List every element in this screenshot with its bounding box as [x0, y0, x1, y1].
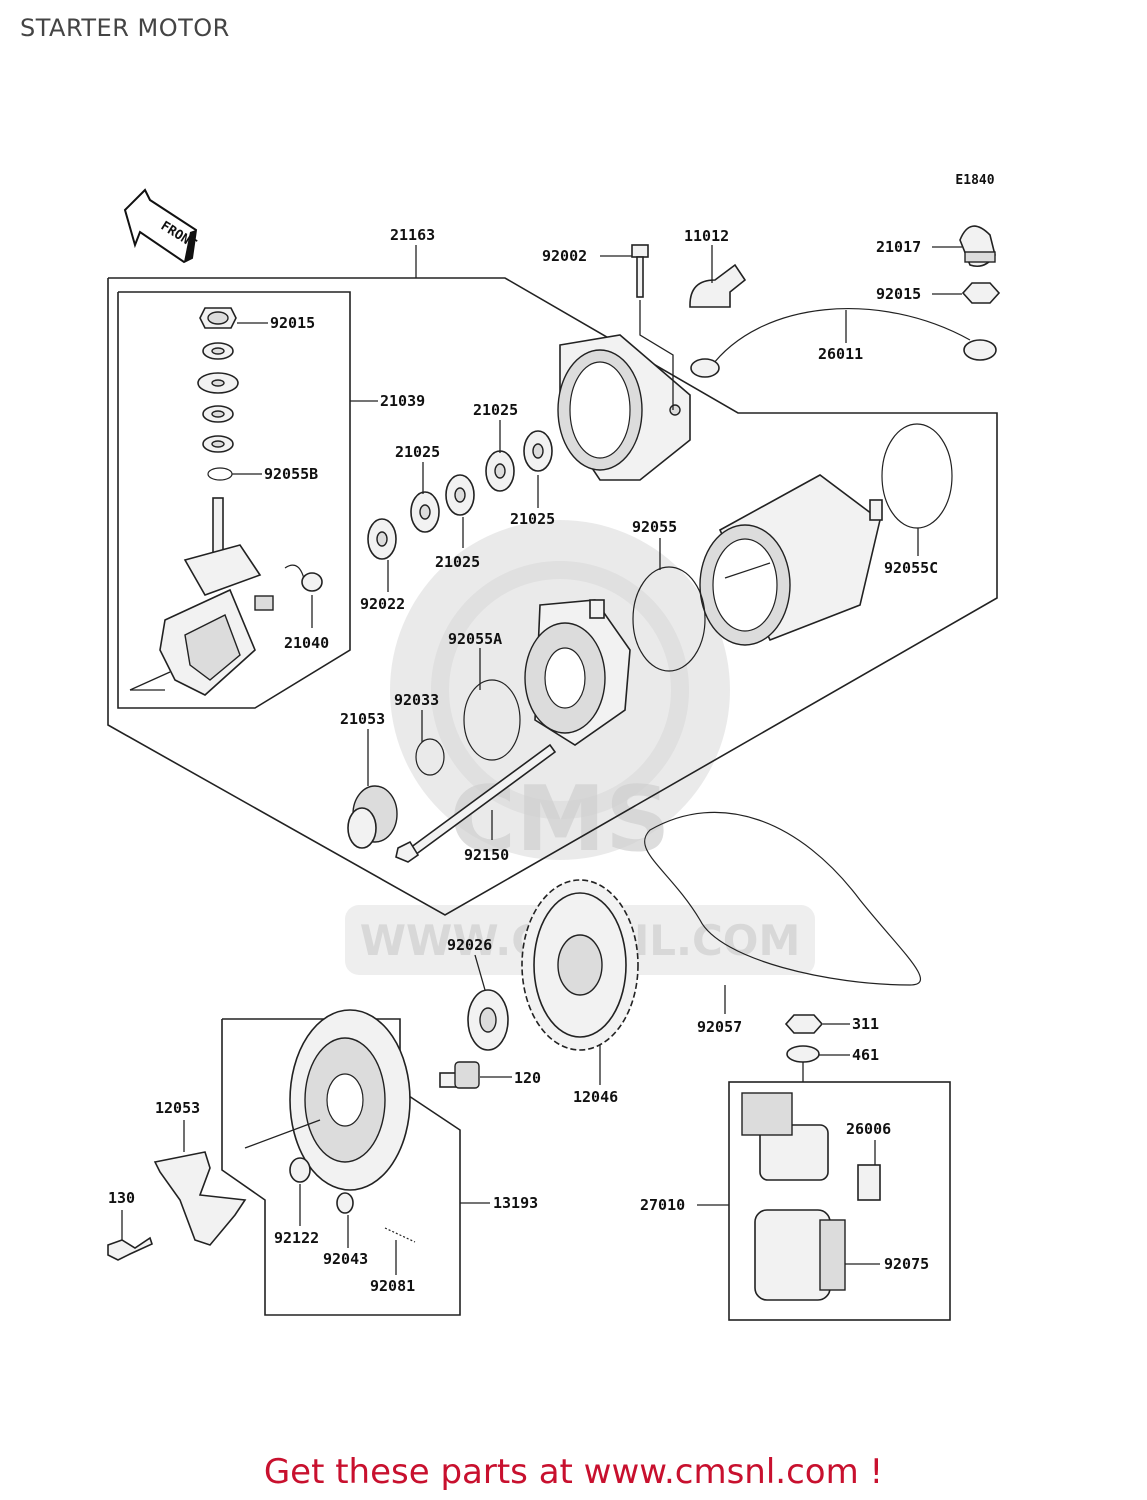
part-label-21025-c: 21025	[510, 510, 555, 528]
part-label-27010: 27010	[640, 1196, 685, 1214]
motor-yoke-icon	[699, 474, 883, 646]
part-label-92055C: 92055C	[884, 559, 938, 577]
thrust-washer-icon	[467, 989, 509, 1051]
washer-stack-icon	[197, 307, 239, 481]
brush-plate-icon	[129, 497, 323, 696]
part-label-21040: 21040	[284, 634, 329, 652]
footer-parts-link[interactable]: Get these parts at www.cmsnl.com !	[263, 1452, 884, 1492]
starter-clutch-icon	[244, 1009, 416, 1243]
part-label-92015-right: 92015	[876, 285, 921, 303]
assembly-frame-21163	[107, 277, 998, 916]
through-bolt-icon	[395, 743, 557, 863]
shim-washer-icon	[367, 430, 553, 560]
part-label-12053: 12053	[155, 1099, 200, 1117]
part-label-92150: 92150	[464, 846, 509, 864]
diagram-code: E1840	[955, 173, 994, 188]
starter-relay-icon	[741, 1092, 881, 1301]
cable-icon	[690, 308, 997, 378]
part-label-21053: 21053	[340, 710, 385, 728]
part-label-92055A: 92055A	[448, 630, 502, 648]
nut-icon	[961, 282, 1001, 304]
assembly-frame-27010	[728, 1081, 951, 1321]
o-ring-icon	[463, 679, 521, 761]
washer-icon	[786, 1045, 820, 1063]
leader-lines	[121, 245, 962, 1275]
part-label-21025-d: 21025	[435, 553, 480, 571]
part-label-92055: 92055	[632, 518, 677, 536]
part-label-92022: 92022	[360, 595, 405, 613]
part-label-92043: 92043	[323, 1250, 368, 1268]
part-label-92055B: 92055B	[264, 465, 318, 483]
part-label-92033: 92033	[394, 691, 439, 709]
front-arrow-icon: FRONT	[123, 188, 199, 264]
part-label-92026: 92026	[447, 936, 492, 954]
part-label-120: 120	[514, 1069, 541, 1087]
part-label-130: 130	[108, 1189, 135, 1207]
rear-cover-icon	[557, 334, 691, 481]
bracket-icon	[107, 1151, 247, 1261]
part-label-12046: 12046	[573, 1088, 618, 1106]
part-label-13193: 13193	[493, 1194, 538, 1212]
o-ring-icon	[881, 423, 953, 529]
part-label-21163: 21163	[390, 226, 435, 244]
part-label-92122: 92122	[274, 1229, 319, 1247]
part-label-92081: 92081	[370, 1277, 415, 1295]
part-label-311: 311	[852, 1015, 879, 1033]
o-ring-icon	[632, 566, 706, 672]
part-label-26011: 26011	[818, 345, 863, 363]
part-label-92075: 92075	[884, 1255, 929, 1273]
part-label-21025-b: 21025	[395, 443, 440, 461]
part-label-21025-a: 21025	[473, 401, 518, 419]
front-cover-icon	[524, 599, 631, 746]
pinion-gear-icon	[347, 785, 398, 849]
assembly-frame-21039	[117, 291, 351, 709]
part-label-92002: 92002	[542, 247, 587, 265]
sprocket-icon	[521, 879, 639, 1051]
part-label-11012: 11012	[684, 227, 729, 245]
part-label-92015-left: 92015	[270, 314, 315, 332]
page-title: STARTER MOTOR	[20, 14, 230, 42]
part-label-92057: 92057	[697, 1018, 742, 1036]
part-label-461: 461	[852, 1046, 879, 1064]
watermark-logo: CMS	[450, 767, 670, 872]
nut-icon	[784, 1014, 824, 1034]
part-label-21017: 21017	[876, 238, 921, 256]
terminal-cap-icon	[689, 225, 996, 308]
assembly-frame-13193	[221, 1018, 461, 1316]
part-label-21039: 21039	[380, 392, 425, 410]
plug-icon	[439, 1061, 480, 1089]
circlip-icon	[415, 738, 445, 776]
bolt-icon	[631, 244, 674, 410]
drive-chain-icon	[644, 811, 922, 986]
part-label-26006: 26006	[846, 1120, 891, 1138]
